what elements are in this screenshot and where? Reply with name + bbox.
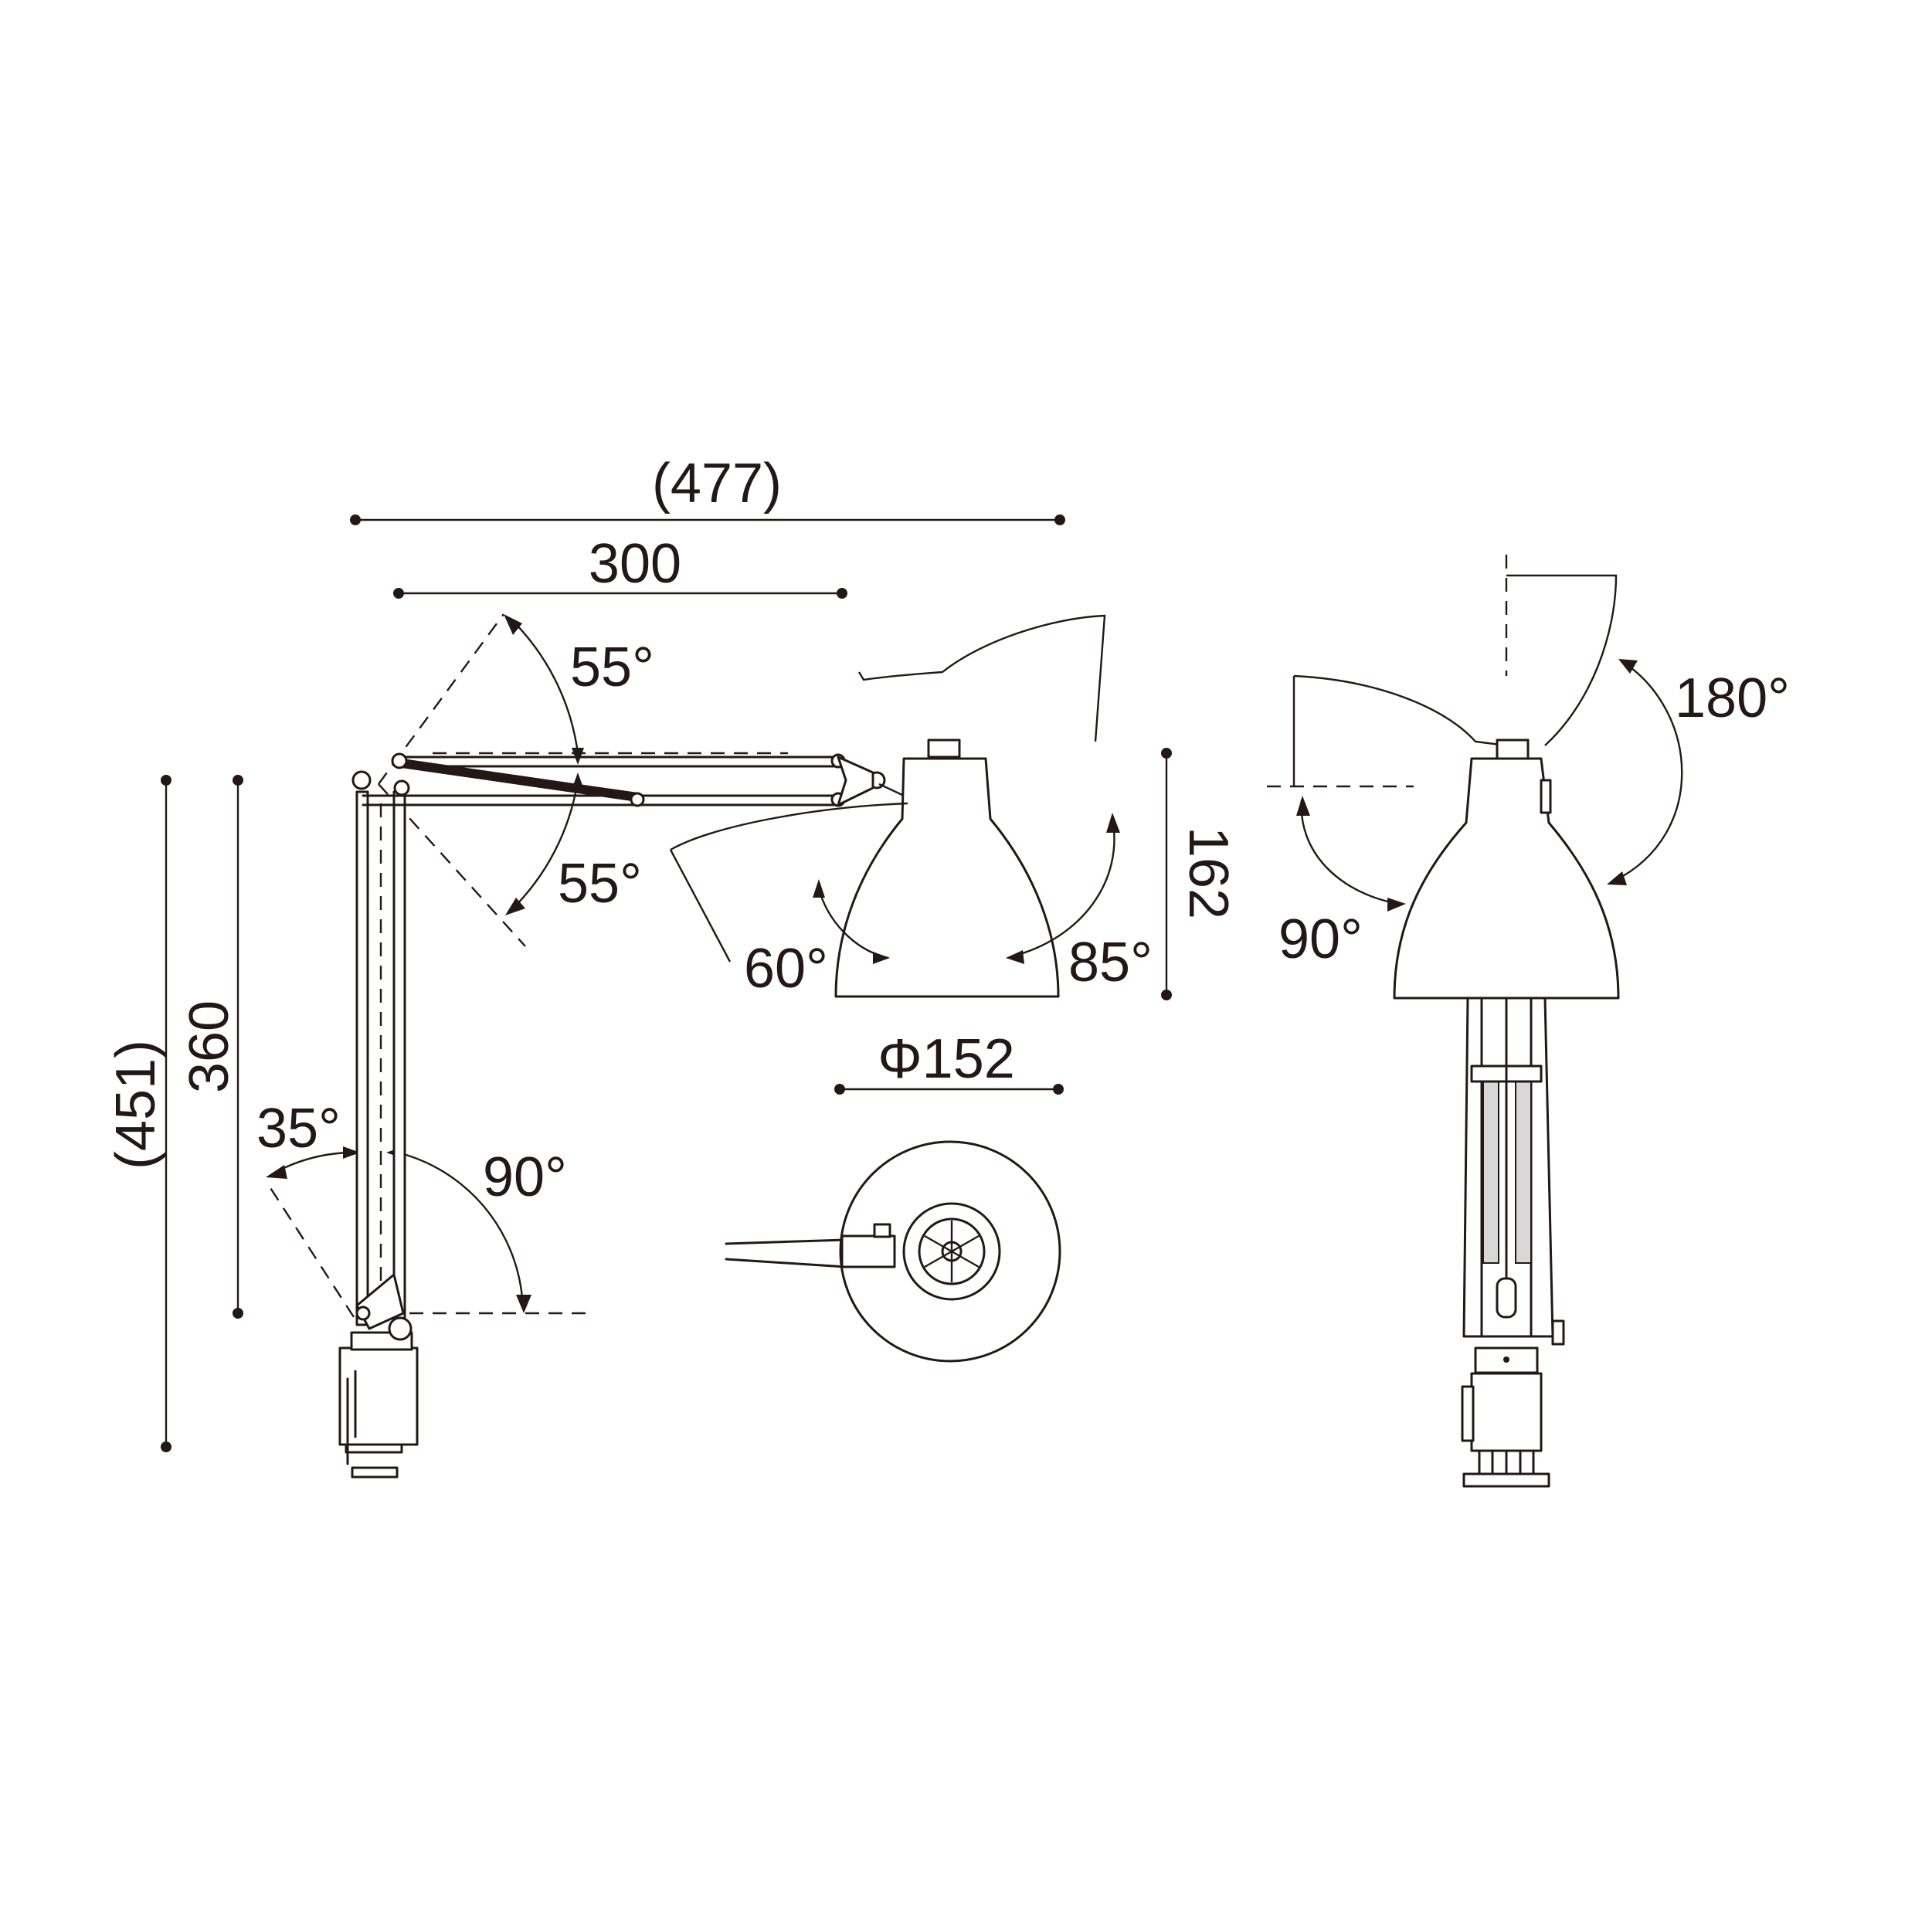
shade-tilt-back-label: 60° — [744, 938, 828, 1000]
dimension-arm-length: 300 — [393, 533, 847, 599]
shade-diameter-label: Φ152 — [878, 1028, 1015, 1090]
bottom-view-spokes — [924, 1221, 980, 1282]
shade-swivel-indicator: 180° 90° — [1278, 659, 1790, 970]
arm — [351, 752, 886, 807]
shade-tilt-ghosts: 60° 85° — [669, 614, 1153, 1000]
pole-swing-indicator: 35° 90° — [256, 1098, 587, 1318]
side-view: (477) 300 (451) 360 — [105, 453, 1239, 1479]
front-clamp — [1461, 1346, 1550, 1488]
dimension-shade-diameter: Φ152 — [834, 1028, 1064, 1095]
shade-tilt-forward-label: 85° — [1068, 932, 1153, 993]
bottom-view — [725, 1140, 1061, 1363]
shade-swivel-side-label: 90° — [1278, 908, 1363, 970]
total-height-label: (451) — [105, 1040, 167, 1170]
shade-main — [834, 739, 1060, 998]
total-reach-label: (477) — [652, 453, 782, 514]
pole-height-label: 360 — [178, 1000, 240, 1093]
dimension-total-reach: (477) — [350, 453, 1065, 525]
shade-swivel-label: 180° — [1675, 667, 1790, 729]
front-arm — [1462, 997, 1565, 1346]
dimension-shade-height: 162 — [1161, 748, 1239, 1000]
front-shade — [1393, 739, 1620, 1000]
dimension-pole-height: 360 — [178, 775, 243, 1319]
clamp-base — [338, 1331, 419, 1479]
arm-angle-up-label: 55° — [570, 637, 654, 698]
dimension-total-height: (451) — [105, 775, 171, 1452]
shade-height-label: 162 — [1177, 827, 1239, 919]
pole-tilt-forward-label: 90° — [483, 1146, 567, 1208]
pole-tilt-back-label: 35° — [256, 1098, 341, 1160]
arm-angle-down-label: 55° — [558, 853, 642, 915]
arm-length-label: 300 — [589, 533, 681, 595]
pole — [355, 790, 413, 1341]
front-view: 180° 90° — [1267, 555, 1790, 1488]
